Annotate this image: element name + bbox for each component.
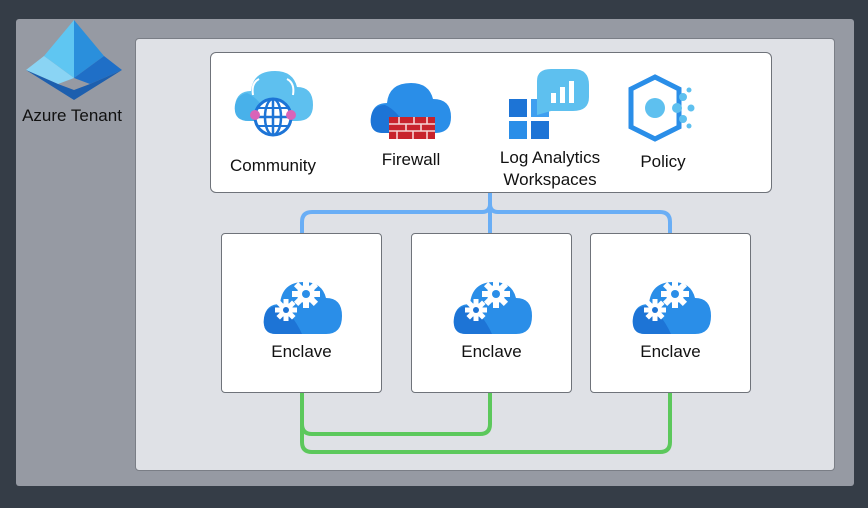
enclave-box: Enclave bbox=[221, 233, 382, 393]
enclave-box: Enclave bbox=[590, 233, 751, 393]
service-label-log-analytics: Log Analytics Workspaces bbox=[499, 148, 601, 189]
service-label-firewall: Firewall bbox=[381, 150, 441, 169]
blue-connector-line bbox=[300, 192, 492, 234]
cloud-gears-icon bbox=[263, 280, 342, 334]
firewall-cloud-icon bbox=[370, 83, 451, 139]
log-analytics-icon bbox=[509, 69, 589, 139]
enclave-box: Enclave bbox=[411, 233, 572, 393]
enclave-label: Enclave bbox=[640, 342, 701, 361]
cloud-gears-icon bbox=[453, 280, 532, 334]
community-cloud-globe-icon bbox=[234, 71, 313, 137]
service-label-community: Community bbox=[230, 156, 316, 175]
enclave-label: Enclave bbox=[461, 342, 522, 361]
green-connector-line bbox=[300, 392, 672, 454]
policy-hexagon-icon bbox=[628, 74, 695, 142]
blue-connector-line bbox=[488, 203, 672, 234]
tenant-label: Azure Tenant bbox=[22, 106, 122, 125]
cloud-gears-icon bbox=[632, 280, 711, 334]
shared-services-panel: Community Firewall Log An bbox=[210, 52, 772, 193]
green-connector-line bbox=[300, 392, 492, 436]
service-label-policy: Policy bbox=[640, 152, 686, 171]
azure-active-directory-icon bbox=[26, 20, 122, 100]
enclave-label: Enclave bbox=[271, 342, 332, 361]
